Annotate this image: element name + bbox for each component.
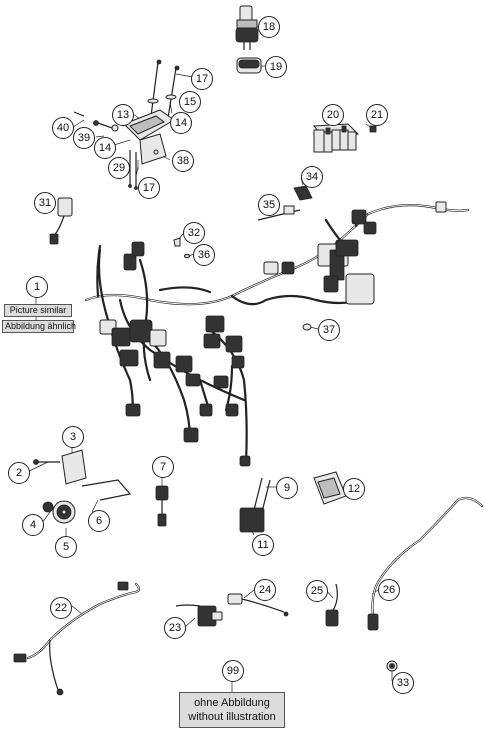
callout-22: 22 — [50, 597, 72, 619]
callout-24: 24 — [254, 579, 276, 601]
small-clips — [173, 237, 191, 259]
callout-21: 21 — [366, 104, 388, 126]
callout-6: 6 — [88, 510, 110, 532]
no-illustration-note: ohne Abbildung without illustration — [179, 692, 285, 728]
callout-19: 19 — [265, 56, 287, 78]
callout-5: 5 — [55, 536, 77, 558]
callout-11: 11 — [252, 534, 274, 556]
no-illustration-de: ohne Abbildung — [194, 697, 270, 709]
callout-36: 36 — [193, 244, 215, 266]
grommet-part — [302, 323, 312, 331]
harness-connectors — [99, 201, 447, 467]
cap-33-part — [386, 660, 398, 672]
callout-1: 1 — [26, 276, 48, 298]
callout-37: 37 — [318, 319, 340, 341]
no-illustration-en: without illustration — [188, 711, 276, 723]
callout-35: 35 — [258, 194, 280, 216]
relay-and-holder — [257, 185, 313, 221]
callout-17-bottom: 17 — [138, 177, 160, 199]
callout-25: 25 — [306, 580, 328, 602]
callout-14-left: 14 — [94, 137, 116, 159]
callout-39: 39 — [73, 127, 95, 149]
cable-23-part — [175, 604, 223, 627]
cable-set-part — [239, 477, 271, 533]
cable-26-part — [367, 496, 484, 631]
callout-38: 38 — [172, 150, 194, 172]
sensor-25-part — [325, 583, 339, 627]
horn-bracket-part — [33, 449, 132, 524]
picture-similar-note-de: Abbildung ähnlich — [2, 320, 76, 333]
connector-cable-part — [155, 485, 169, 527]
cable-24-part — [227, 593, 289, 617]
callout-18: 18 — [258, 16, 280, 38]
main-wiring-harness — [84, 204, 470, 464]
callout-9: 9 — [276, 477, 298, 499]
ignition-switch-part — [235, 5, 262, 74]
callout-33: 33 — [392, 672, 414, 694]
sensor-part — [49, 197, 73, 245]
fuse-part — [369, 125, 377, 133]
callout-99: 99 — [222, 660, 244, 682]
callout-31: 31 — [34, 192, 56, 214]
callout-15: 15 — [179, 91, 201, 113]
callout-26: 26 — [378, 579, 400, 601]
callout-12: 12 — [343, 478, 365, 500]
callout-29: 29 — [108, 157, 130, 179]
control-unit-part — [313, 471, 347, 505]
callout-13: 13 — [112, 104, 134, 126]
callout-14-right: 14 — [170, 112, 192, 134]
callout-17-top: 17 — [191, 68, 213, 90]
callout-20: 20 — [322, 104, 344, 126]
callout-7: 7 — [152, 456, 174, 478]
bracket-assembly — [73, 59, 180, 190]
callout-32: 32 — [183, 222, 205, 244]
callout-23: 23 — [164, 617, 186, 639]
fuse-box-part — [312, 123, 360, 153]
callout-3: 3 — [62, 426, 84, 448]
callout-40: 40 — [52, 117, 74, 139]
callout-4: 4 — [22, 514, 44, 536]
cable-22-part — [13, 581, 141, 696]
callout-2: 2 — [8, 462, 30, 484]
callout-34: 34 — [301, 166, 323, 188]
picture-similar-note-en: Picture similar — [4, 304, 72, 317]
